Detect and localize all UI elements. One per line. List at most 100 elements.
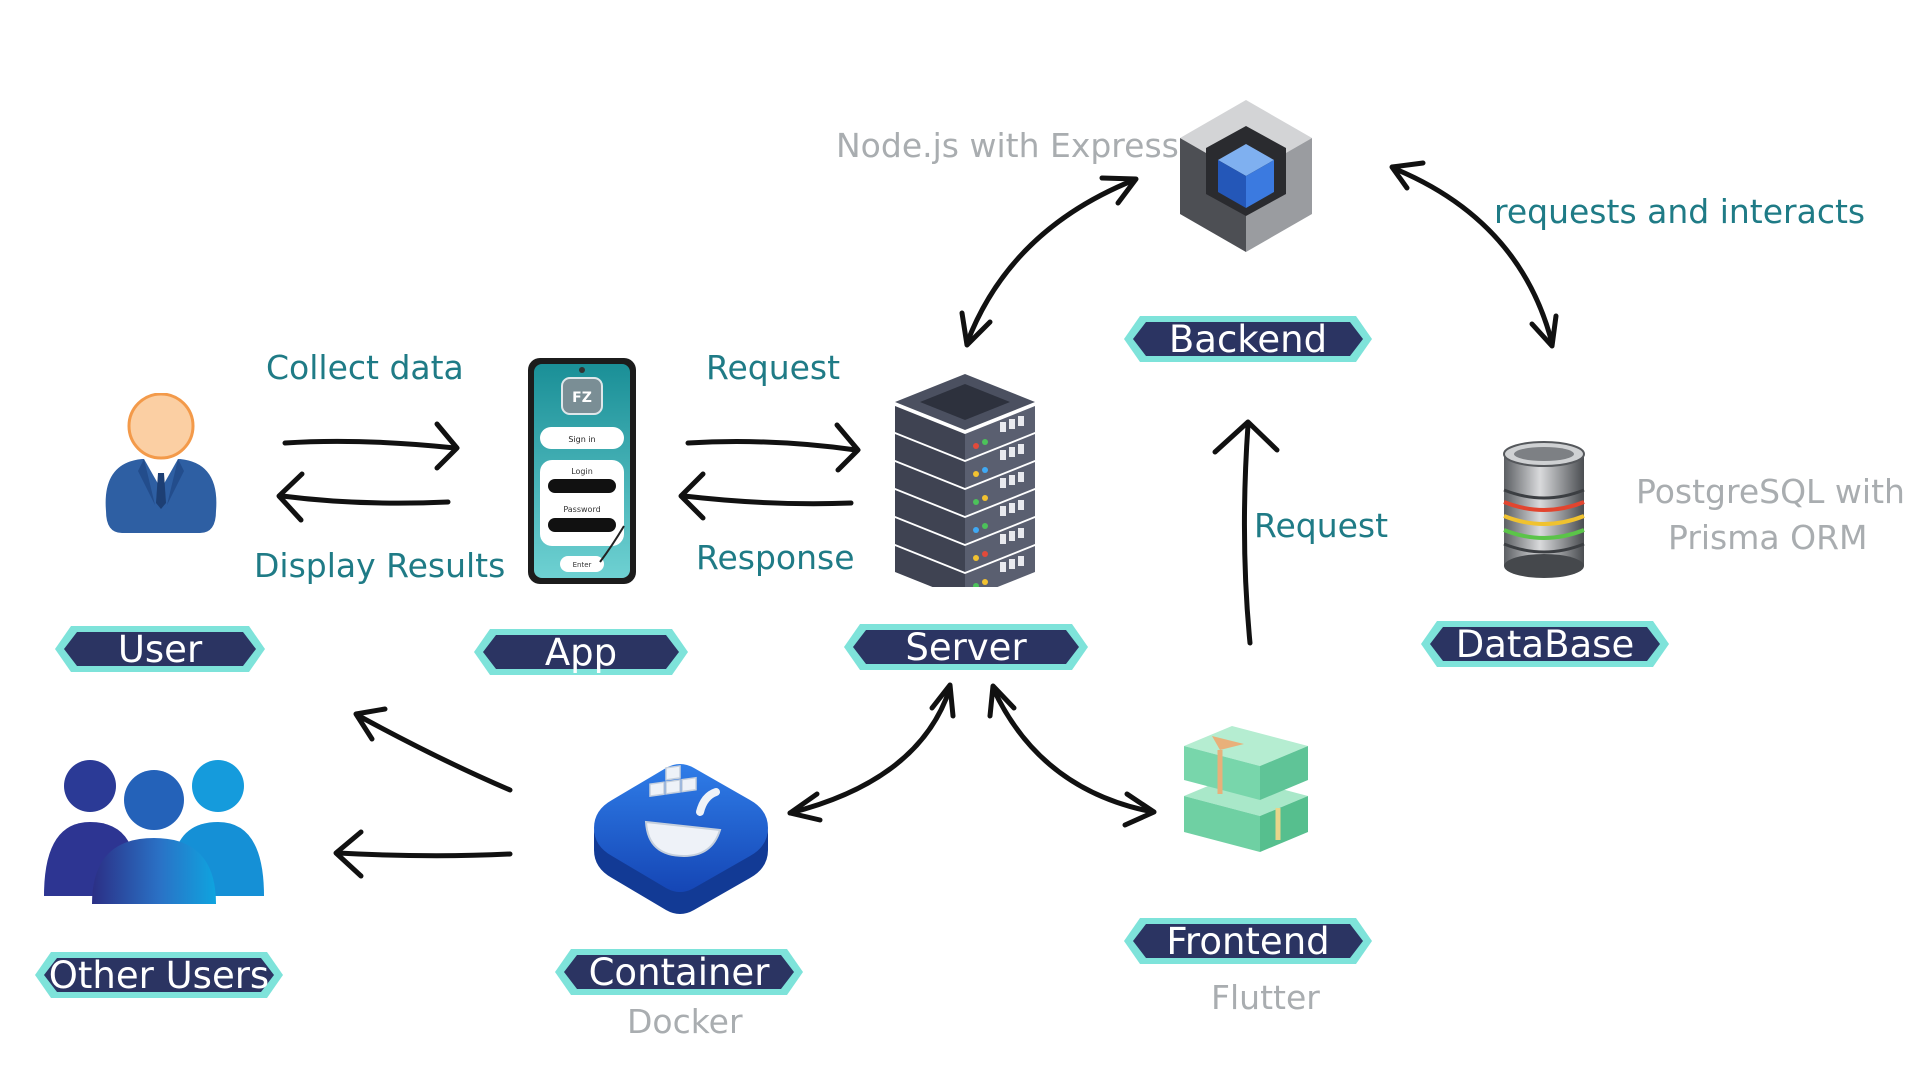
server-unit-vent <box>1009 559 1015 569</box>
database-icon <box>1503 441 1585 578</box>
server-label: Server <box>905 625 1027 669</box>
server-unit-side <box>965 434 1035 488</box>
arrow-container-server-head1 <box>787 791 823 823</box>
server-unit-side <box>965 518 1035 572</box>
server-unit-led <box>982 467 988 473</box>
app-screen-password: Password <box>563 505 600 514</box>
server-unit-vent <box>1000 562 1006 572</box>
arrow-container-to-users-lower-head <box>333 829 364 879</box>
arrow-app-to-server-head <box>834 422 861 473</box>
app-label: App <box>544 630 618 674</box>
arrow-container-to-users-upper-head <box>353 706 388 742</box>
frontend-badge: Frontend <box>1120 914 1376 968</box>
smartphone-app-icon: FZ Sign in Login Password Enter <box>528 358 636 584</box>
person-icon <box>105 393 217 533</box>
user-label: User <box>117 627 203 671</box>
arrow-server-backend-head1 <box>959 310 993 348</box>
arrow-server-to-app <box>681 493 854 507</box>
arrow-container-server <box>787 685 953 816</box>
server-unit-led <box>973 583 979 587</box>
edge-label-display-results: Display Results <box>254 546 506 585</box>
server-unit-led <box>973 499 979 505</box>
edge-label-request-app-server: Request <box>706 348 841 387</box>
blocks-icon <box>1184 726 1308 852</box>
server-unit-front <box>895 518 965 572</box>
server-unit-led <box>982 551 988 557</box>
arrow-backend-database-head1 <box>1389 160 1426 191</box>
container-label: Container <box>588 950 770 994</box>
arrow-app-to-server <box>685 439 859 453</box>
server-unit-led <box>982 579 988 585</box>
arrow-app-to-user <box>279 493 451 506</box>
arrow-frontend-to-backend-head <box>1212 419 1280 455</box>
docker-icon <box>594 764 768 914</box>
arrow-app-to-user-head <box>276 471 305 523</box>
backend-badge: Backend <box>1120 312 1376 366</box>
app-screen-enter: Enter <box>573 561 592 569</box>
arrow-server-frontend-head2 <box>1122 791 1157 828</box>
edge-label-requests-and-interacts: requests and interacts <box>1494 192 1866 231</box>
cube-icon <box>1180 100 1312 252</box>
server-unit-vent <box>1009 531 1015 541</box>
server-unit-vent <box>1009 419 1015 429</box>
arrow-container-to-users-upper <box>356 713 513 793</box>
server-unit-vent <box>1009 447 1015 457</box>
backend-label: Backend <box>1168 317 1328 361</box>
server-unit-vent <box>1000 450 1006 460</box>
arrow-server-frontend <box>990 685 1156 815</box>
database-label: DataBase <box>1455 622 1635 666</box>
arrow-container-to-users-lower <box>335 850 513 859</box>
app-screen-login: Login <box>571 467 593 476</box>
server-unit-vent <box>1018 472 1024 482</box>
edge-label-collect-data: Collect data <box>266 348 464 387</box>
arrow-server-backend-head2 <box>1099 175 1139 206</box>
server-unit-led <box>973 527 979 533</box>
backend-tech-label: Node.js with Express <box>836 126 1179 165</box>
server-unit-vent <box>1000 534 1006 544</box>
server-badge: Server <box>840 620 1092 674</box>
other-users-badge: Other Users <box>31 948 287 1002</box>
database-tech-line2: Prisma ORM <box>1668 518 1868 557</box>
arrow-backend-database <box>1390 165 1555 346</box>
server-unit-side <box>965 462 1035 516</box>
arrow-container-server-head2 <box>929 682 956 719</box>
server-unit-led <box>982 495 988 501</box>
server-unit-front <box>895 462 965 516</box>
server-unit-vent <box>1000 478 1006 488</box>
arrow-backend-database-head2 <box>1529 313 1559 349</box>
user-badge: User <box>51 622 269 676</box>
server-unit-front <box>895 546 965 587</box>
server-unit-led <box>973 555 979 561</box>
server-unit-vent <box>1009 475 1015 485</box>
arrow-frontend-to-backend <box>1241 422 1253 646</box>
arrow-server-to-app-head <box>678 471 706 521</box>
server-unit-vent <box>1000 422 1006 432</box>
server-unit-front <box>895 434 965 488</box>
svg-text:FZ: FZ <box>572 390 592 406</box>
database-badge: DataBase <box>1417 617 1673 671</box>
frontend-label: Frontend <box>1166 919 1330 963</box>
server-unit-vent <box>1018 444 1024 454</box>
edge-label-response: Response <box>696 538 855 577</box>
container-badge: Container <box>551 945 807 999</box>
server-unit-vent <box>1018 500 1024 510</box>
database-tech-line1: PostgreSQL with <box>1636 472 1905 511</box>
server-unit-vent <box>1009 503 1015 513</box>
arrow-user-to-app-head <box>434 421 460 471</box>
server-unit-vent <box>1000 506 1006 516</box>
server-unit-vent <box>1018 528 1024 538</box>
arrow-server-frontend-head1 <box>987 683 1017 719</box>
server-unit-led <box>973 471 979 477</box>
arrow-server-backend <box>964 177 1137 346</box>
server-unit-vent <box>1018 416 1024 426</box>
server-unit-led <box>982 439 988 445</box>
server-unit-led <box>973 443 979 449</box>
server-unit-side <box>965 406 1035 460</box>
server-unit-front <box>895 406 965 460</box>
container-tech-label: Docker <box>627 1002 743 1041</box>
server-rack-icon <box>895 374 1035 587</box>
server-unit-vent <box>1018 556 1024 566</box>
user-group-icon <box>44 760 264 904</box>
